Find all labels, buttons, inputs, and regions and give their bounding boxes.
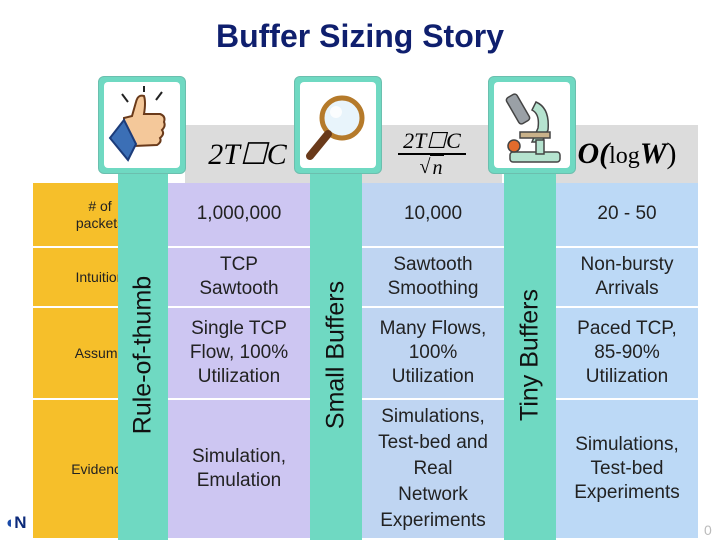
formula-tiny-W: W <box>639 137 667 170</box>
fraction-bar <box>398 152 466 155</box>
cell-assume: Paced TCP, 85-90% Utilization <box>577 317 677 388</box>
formula-small-denominator: n <box>430 154 445 179</box>
icon-box-small-buffers <box>294 76 382 174</box>
column-tiny-buffers: 20 - 50 Non-bursty Arrivals Paced TCP, 8… <box>556 183 698 538</box>
magnifier-icon <box>300 82 376 168</box>
formula-header-tiny-buffers: O(logW) <box>556 125 698 183</box>
cell-intuition: Non-bursty Arrivals <box>580 253 674 299</box>
formula-rule-of-thumb: 2T☐C <box>208 137 287 171</box>
column-small-buffers: 10,000 Sawtooth Smoothing Many Flows, 10… <box>362 183 504 538</box>
formula-header-small-buffers: 2T☐C √ n <box>362 125 502 183</box>
formula-small-numerator: 2T☐C <box>403 127 461 153</box>
icon-box-tiny-buffers <box>488 76 576 174</box>
row-divider <box>168 306 310 308</box>
formula-tiny-log: log <box>609 143 640 169</box>
slide-title: Buffer Sizing Story <box>215 18 504 54</box>
page-number: 0 <box>704 522 712 538</box>
cell-intuition: TCP Sawtooth <box>199 253 279 299</box>
cell-packets: 1,000,000 <box>196 203 282 225</box>
logo-mark-icon: ◖ <box>4 513 15 532</box>
label-tiny-buffers: Tiny Buffers <box>515 289 544 421</box>
footer-logo: ◖N <box>4 513 27 532</box>
row-divider <box>362 306 504 308</box>
row-divider <box>556 306 698 308</box>
bar-tiny-buffers: Tiny Buffers <box>504 170 556 540</box>
row-divider <box>556 246 698 248</box>
cell-packets: 10,000 <box>403 203 463 225</box>
formula-header-rule-of-thumb: 2T☐C <box>185 125 310 183</box>
cell-evidence: Simulations, Test-bed and Real Network E… <box>378 405 488 532</box>
microscope-icon <box>494 82 570 168</box>
column-rule-of-thumb: 1,000,000 TCP Sawtooth Single TCP Flow, … <box>168 183 310 538</box>
row-divider <box>362 246 504 248</box>
row-divider <box>556 398 698 400</box>
cell-evidence: Simulation, Emulation <box>192 445 286 491</box>
icon-box-rule-of-thumb <box>98 76 186 174</box>
label-rule-of-thumb: Rule-of-thumb <box>128 275 157 435</box>
cell-assume: Many Flows, 100% Utilization <box>379 317 487 388</box>
row-divider <box>168 246 310 248</box>
thumbs-up-icon <box>104 82 180 168</box>
label-small-buffers: Small Buffers <box>321 280 350 430</box>
bar-small-buffers: Small Buffers <box>310 170 362 540</box>
bar-rule-of-thumb: Rule-of-thumb <box>118 170 168 540</box>
row-divider <box>168 398 310 400</box>
formula-tiny-O: O( <box>577 137 610 170</box>
sqrt-icon: √ <box>419 156 431 178</box>
cell-packets: 20 - 50 <box>597 203 657 225</box>
row-divider <box>362 398 504 400</box>
cell-assume: Single TCP Flow, 100% Utilization <box>189 317 289 388</box>
cell-intuition: Sawtooth Smoothing <box>387 253 479 299</box>
formula-tiny-close: ) <box>666 137 677 170</box>
cell-evidence: Simulations, Test-bed Experiments <box>574 433 680 504</box>
